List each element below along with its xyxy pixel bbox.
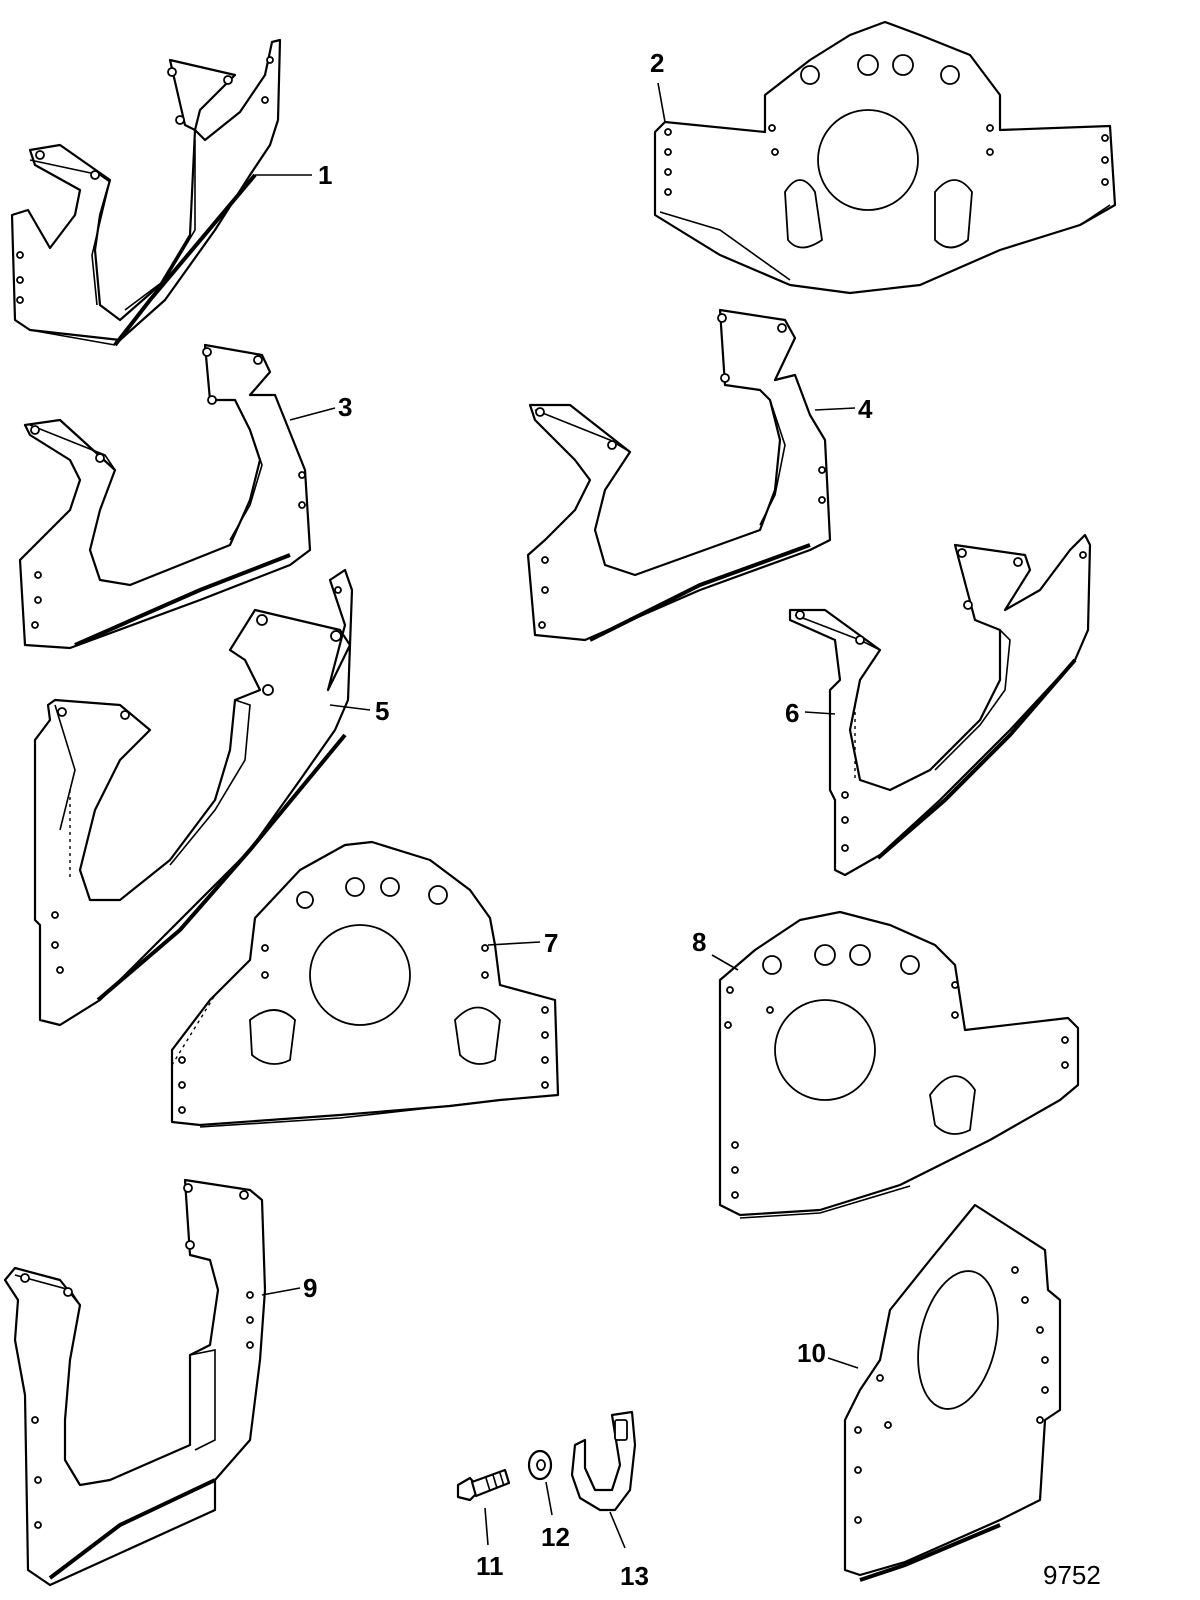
part-6-bracket [788,533,1092,877]
part-1-bracket [10,38,282,347]
part-7-plate [170,840,560,1128]
part-12-washer [527,1449,553,1481]
callout-6: 6 [785,698,799,728]
callout-labels: 1 2 3 4 5 6 7 8 9 10 11 12 13 [303,48,873,1591]
part-10-plate [843,1203,1062,1582]
part-8-plate [718,910,1080,1219]
callout-8: 8 [692,927,706,957]
callout-13: 13 [620,1561,649,1591]
figure-number: 9752 [1043,1560,1101,1590]
part-5-bracket [33,568,354,1027]
part-4-bracket [526,308,832,642]
callout-5: 5 [375,696,389,726]
part-2-plate [653,20,1117,295]
callout-1: 1 [318,160,332,190]
part-11-bolt [456,1468,511,1502]
callout-10: 10 [797,1338,826,1368]
part-9-bracket [3,1178,267,1587]
leader-lines [255,82,859,1549]
callout-7: 7 [544,928,558,958]
callout-2: 2 [650,48,664,78]
callout-12: 12 [541,1522,570,1552]
callout-4: 4 [858,394,873,424]
callout-3: 3 [338,392,352,422]
part-13-clamp [570,1410,637,1512]
part-3-bracket [18,343,312,650]
callout-9: 9 [303,1273,317,1303]
callout-11: 11 [476,1551,504,1581]
